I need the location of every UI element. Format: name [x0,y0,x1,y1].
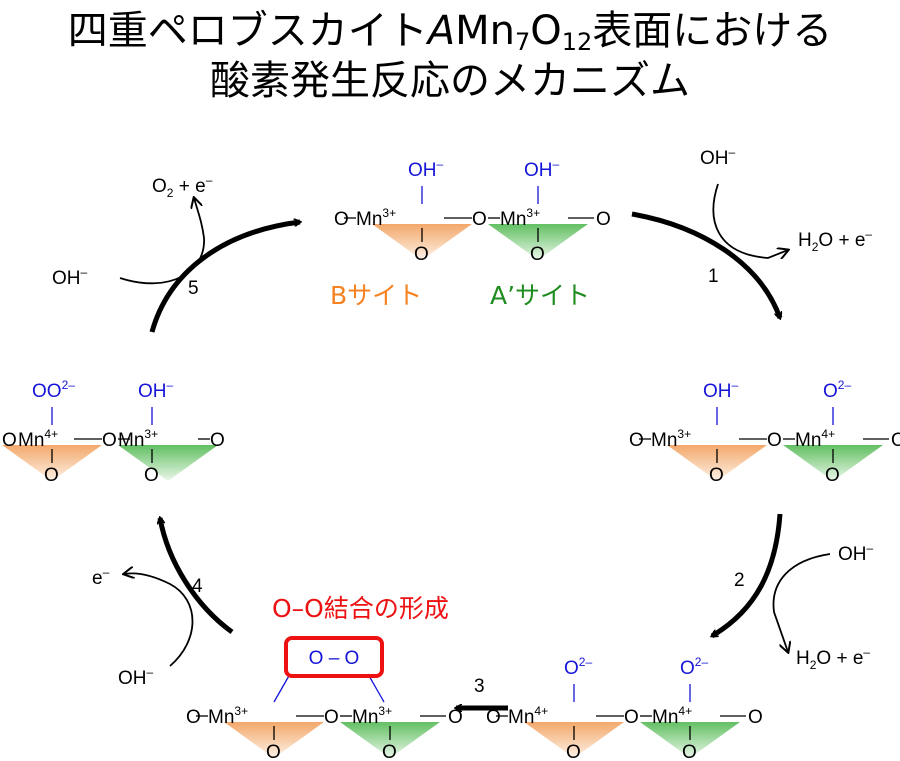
svg-text:O: O [891,430,900,451]
step-5-number: 5 [188,278,199,299]
adsorbate-o: O2– [823,378,851,402]
svg-text:O: O [448,707,463,728]
atom-o: O [472,209,487,230]
diagram-title: 四重ペロブスカイトAMn7O12表面における 酸素発生反応のメカニズム [0,6,900,106]
svg-text:O: O [748,707,763,728]
svg-text:O: O [767,430,782,451]
svg-text:Mn4+: Mn4+ [18,427,58,451]
oo-bond-highlight-box [284,636,384,678]
step-5-arrow [149,222,300,333]
svg-text:O: O [709,465,724,486]
adsorbate-oh: OH– [138,378,174,402]
svg-text:O: O [629,430,644,451]
atom-o: O [530,244,545,265]
svg-text:Mn4+: Mn4+ [652,704,692,728]
step-5-side-arrow [119,198,205,285]
svg-text:O: O [624,707,639,728]
molecule-left: O O O O O Mn4+ Mn3+ OO2– OH– [2,378,225,486]
molecule-right: O O O O O Mn3+ Mn4+ OH– O2– [629,378,900,486]
molecule-bottom-left: O – O O O O O O Mn3+ Mn3+ [186,636,463,761]
oo-formation-label: O–O結合の形成 [272,594,449,623]
svg-text:O: O [2,430,17,451]
reactant-oh: OH– [52,265,88,289]
svg-text:Mn3+: Mn3+ [208,704,248,728]
step-1-side-arrow [712,183,788,258]
step-2-number: 2 [734,570,745,591]
svg-text:O: O [44,465,59,486]
step-3-number: 3 [474,676,485,697]
svg-text:O: O [102,430,117,451]
adsorbate-ooh: OO2– [32,378,75,402]
adsorbate-oh: OH– [408,157,444,181]
svg-text:Mn3+: Mn3+ [651,427,691,451]
b-site-label: Bサイト [330,281,422,310]
adsorbate-oh: OH– [703,378,739,402]
svg-text:O: O [266,742,281,761]
step-1-number: 1 [708,266,719,287]
product-electron: e– [92,565,110,589]
product-h2o-e: H2O + e– [796,645,870,672]
title-line-2: 酸素発生反応のメカニズム [210,58,690,104]
title-line-1: 四重ペロブスカイトAMn7O12表面における [67,8,833,56]
reactant-oh: OH– [118,665,154,689]
svg-text:O: O [144,465,159,486]
adsorbate-o: O2– [680,655,708,679]
svg-text:O: O [486,707,501,728]
svg-text:O: O [682,742,697,761]
svg-text:O: O [382,742,397,761]
step-2-arrow [712,513,783,639]
a-site-label: A’サイト [490,281,590,310]
adsorbate-oh: OH– [524,157,560,181]
product-o2-e: O2 + e– [152,173,213,200]
adsorbate-o: O2– [564,655,592,679]
molecule-top: O O O O O Mn3+ Mn3+ OH– OH– [334,157,611,265]
reactant-oh: OH– [700,145,736,169]
svg-text:Mn3+: Mn3+ [118,427,158,451]
svg-text:O: O [324,707,339,728]
step-4-number: 4 [192,576,203,597]
oo-bond-label: O – O [309,648,360,669]
step-4-arrow [160,518,234,635]
svg-text:Mn4+: Mn4+ [508,704,548,728]
atom-mn: Mn3+ [356,206,396,230]
atom-o: O [414,244,429,265]
step-4-side-arrow [124,573,194,667]
atom-mn: Mn3+ [500,206,540,230]
molecule-bottom-right: O O O O O Mn4+ Mn4+ O2– O2– [486,655,763,761]
svg-text:O: O [186,707,201,728]
reactant-oh: OH– [838,541,874,565]
svg-text:O: O [210,430,225,451]
atom-o: O [334,209,349,230]
svg-text:Mn3+: Mn3+ [352,704,392,728]
svg-text:Mn4+: Mn4+ [795,427,835,451]
product-h2o-e: H2O + e– [798,227,872,254]
atom-o: O [596,209,611,230]
step-1-arrow [631,211,780,318]
svg-text:O: O [566,742,581,761]
svg-text:O: O [825,465,840,486]
step-2-side-arrow [772,553,831,652]
